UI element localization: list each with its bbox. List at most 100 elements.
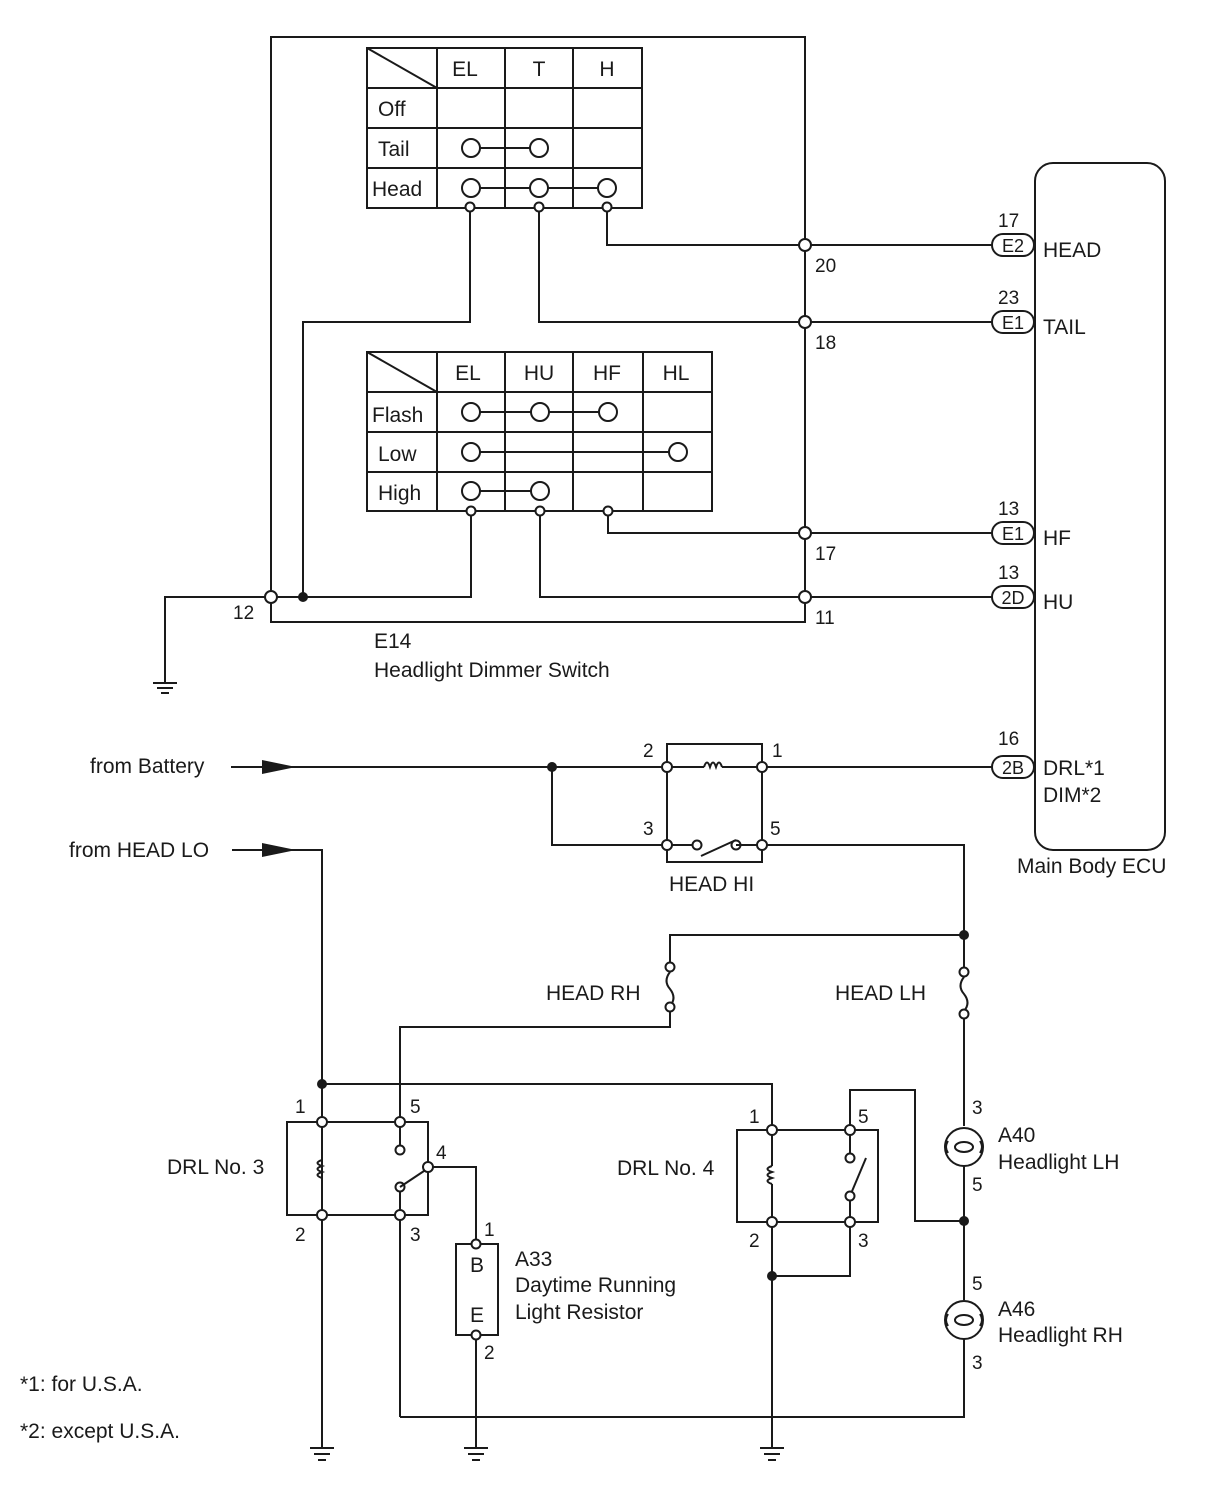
head-lo-source: from HEAD LO	[69, 839, 773, 1448]
main-body-ecu: Main Body ECU 17 E2 HEAD 23 E1 TAIL 13 E…	[991, 162, 1166, 878]
drl-no-4-pin-5: 5	[858, 1107, 869, 1128]
ground-icon	[464, 1447, 488, 1461]
head-fuse-wiring: HEAD RH HEAD LH	[399, 844, 970, 1126]
resistor-term-b: B	[470, 1254, 484, 1277]
head-rh-label: HEAD RH	[546, 982, 641, 1005]
resistor-term-e: E	[470, 1304, 484, 1327]
from-head-lo-label: from HEAD LO	[69, 839, 209, 862]
dimmer-ground	[153, 596, 265, 694]
light-row-tail: Tail	[378, 138, 410, 161]
drl-no-3-box	[286, 1121, 429, 1216]
drl-no-3-pin-2: 2	[295, 1225, 306, 1246]
connector-2d-label: 2D	[1001, 588, 1024, 608]
ecu-pin-13-hu-label: 13	[998, 563, 1019, 584]
beam-col-hf: HF	[593, 362, 621, 385]
head-lo-arrow-icon	[262, 843, 296, 857]
drl-no-4-coil-icon	[766, 1165, 776, 1185]
connector-e1-hf-label: E1	[1002, 524, 1024, 544]
pin-12-terminal	[264, 590, 278, 604]
pin-11-terminal	[798, 590, 812, 604]
beam-row-flash: Flash	[372, 404, 423, 427]
connector-2b-label: 2B	[1002, 758, 1024, 778]
connector-e1-tail-label: E1	[1002, 313, 1024, 333]
drl-no-3-name: DRL No. 3	[167, 1156, 264, 1179]
drl-no-3-coil-icon	[316, 1159, 326, 1179]
light-row-head: Head	[372, 178, 422, 201]
pin-20-label: 20	[815, 256, 836, 277]
pin-12-label: 12	[233, 603, 254, 624]
headlight-rh-id: A46	[998, 1298, 1035, 1321]
resistor-name-line1: Daytime Running	[515, 1274, 676, 1297]
drl-no-4-box	[736, 1129, 879, 1223]
pin-17-terminal	[798, 526, 812, 540]
resistor-name-line2: Light Resistor	[515, 1301, 643, 1324]
headlight-rh: 5 3 A46 Headlight RH	[944, 1274, 1123, 1374]
headlight-lh: 3 5 A40 Headlight LH	[944, 1098, 1119, 1196]
note-except-usa: *2: except U.S.A.	[20, 1420, 180, 1443]
ground-icon	[760, 1447, 784, 1461]
pin-20-terminal	[798, 238, 812, 252]
headlight-rh-bulb-icon	[944, 1300, 984, 1340]
headlight-rh-name: Headlight RH	[998, 1324, 1123, 1347]
head-hi-pin-1: 1	[772, 741, 783, 762]
head-hi-coil-icon	[703, 761, 723, 771]
drl-no-4-relay: DRL No. 4 1 5 2 3	[617, 1107, 879, 1252]
battery-arrow-icon	[262, 760, 296, 774]
drl-no-4-wiring	[767, 1089, 964, 1448]
ground-symbols	[310, 1447, 784, 1461]
head-hi-name: HEAD HI	[669, 873, 754, 896]
connector-e2-head	[991, 233, 1035, 257]
dimmer-switch-name: Headlight Dimmer Switch	[374, 659, 610, 682]
headlight-lh-name: Headlight LH	[998, 1151, 1119, 1174]
ecu-name: Main Body ECU	[1017, 855, 1166, 878]
resistor-id: A33	[515, 1248, 552, 1271]
drl-no-3-relay: DRL No. 3 1 5 4 2 3	[167, 1097, 447, 1417]
head-hi-pin-2: 2	[643, 741, 654, 762]
light-col-t: T	[533, 58, 546, 81]
headlight-rh-pin-3: 3	[972, 1353, 983, 1374]
note-usa: *1: for U.S.A.	[20, 1373, 143, 1396]
headlight-lh-bulb-icon	[944, 1127, 984, 1167]
dimmer-internal-wiring	[271, 201, 805, 602]
headlight-lh-pin-5: 5	[972, 1175, 983, 1196]
pin-17-label: 17	[815, 544, 836, 565]
drl-no-3-pin-1: 1	[295, 1097, 306, 1118]
beam-row-low: Low	[378, 443, 417, 466]
drl-no-3-pin-4: 4	[436, 1143, 447, 1164]
ecu-signal-dim: DIM*2	[1043, 784, 1101, 807]
head-hi-pin-5: 5	[770, 819, 781, 840]
light-row-off: Off	[378, 98, 406, 121]
beam-col-hu: HU	[524, 362, 554, 385]
battery-source: from Battery	[90, 755, 667, 846]
head-lh-fuse-icon	[959, 976, 969, 1012]
ecu-housing	[1034, 162, 1166, 851]
drl-no-4-pin-2: 2	[749, 1231, 760, 1252]
connector-e2-label: E2	[1002, 236, 1024, 256]
pin-18-terminal	[798, 315, 812, 329]
light-control-table: EL T H Off Tail Head	[366, 47, 643, 209]
from-battery-label: from Battery	[90, 755, 205, 778]
light-col-h: H	[599, 58, 614, 81]
head-hi-pin-3: 3	[643, 819, 654, 840]
headlight-dimmer-switch: EL T H Off Tail Head E	[233, 36, 836, 682]
daytime-running-light-resistor: B E 1 2 A33 Daytime Running Light Resist…	[455, 1220, 676, 1448]
dimmer-switch-housing	[270, 36, 806, 623]
ecu-signal-head: HEAD	[1043, 239, 1101, 262]
ecu-signal-drl: DRL*1	[1043, 757, 1105, 780]
beam-control-table: EL HU HF HL Flash Low High	[366, 351, 713, 512]
ecu-signal-hf: HF	[1043, 527, 1071, 550]
headlight-lh-id: A40	[998, 1124, 1035, 1147]
head-hi-relay-box	[666, 743, 763, 863]
head-hi-relay: 2 1 3 5 HEAD HI	[643, 741, 783, 896]
beam-col-hl: HL	[663, 362, 690, 385]
pin-11-label: 11	[815, 608, 835, 629]
pin-18-label: 18	[815, 333, 836, 354]
connector-e1-tail	[991, 310, 1035, 334]
ecu-wires	[811, 244, 992, 598]
drl-no-4-pin-3: 3	[858, 1231, 869, 1252]
head-lh-label: HEAD LH	[835, 982, 926, 1005]
ground-icon	[310, 1447, 334, 1461]
light-col-el: EL	[452, 58, 478, 81]
resistor-pin-2: 2	[484, 1343, 495, 1364]
